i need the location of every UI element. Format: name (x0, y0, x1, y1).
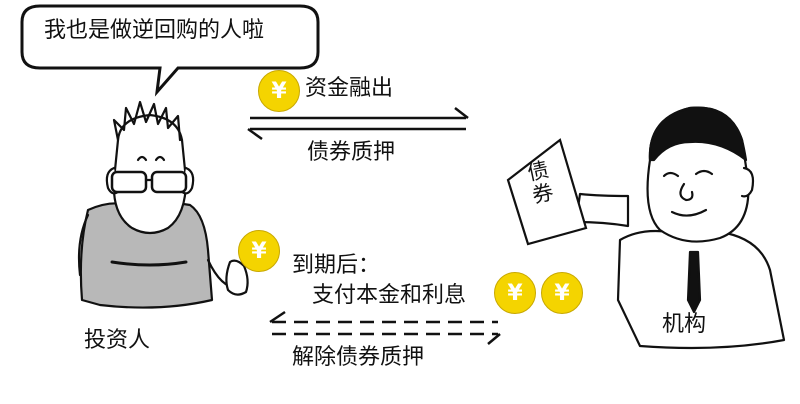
label-institution: 机构 (662, 312, 707, 337)
coin-icon: ¥ (541, 272, 583, 314)
arrow-pay-principal (269, 310, 498, 324)
bond-document (506, 138, 588, 246)
arrow-release-pledge (272, 332, 501, 345)
arrow-bond-pledge (247, 127, 466, 141)
coin-icon: ¥ (238, 230, 280, 272)
speech-bubble (20, 4, 320, 97)
label-funds-out: 资金融出 (305, 76, 394, 101)
label-investor: 投资人 (84, 328, 151, 353)
speech-bubble-text: 我也是做逆回购的人啦 (44, 18, 265, 43)
coin-icon: ¥ (258, 70, 300, 112)
label-pay-principal-interest: 支付本金和利息 (312, 283, 467, 308)
coin-icon: ¥ (494, 272, 536, 314)
arrow-funds-out (250, 107, 469, 120)
label-bond-pledge: 债券质押 (307, 140, 396, 165)
investor-figure (77, 100, 249, 309)
institution-figure (563, 106, 786, 350)
label-at-maturity: 到期后： (292, 253, 381, 278)
label-release-pledge: 解除债券质押 (292, 345, 425, 370)
